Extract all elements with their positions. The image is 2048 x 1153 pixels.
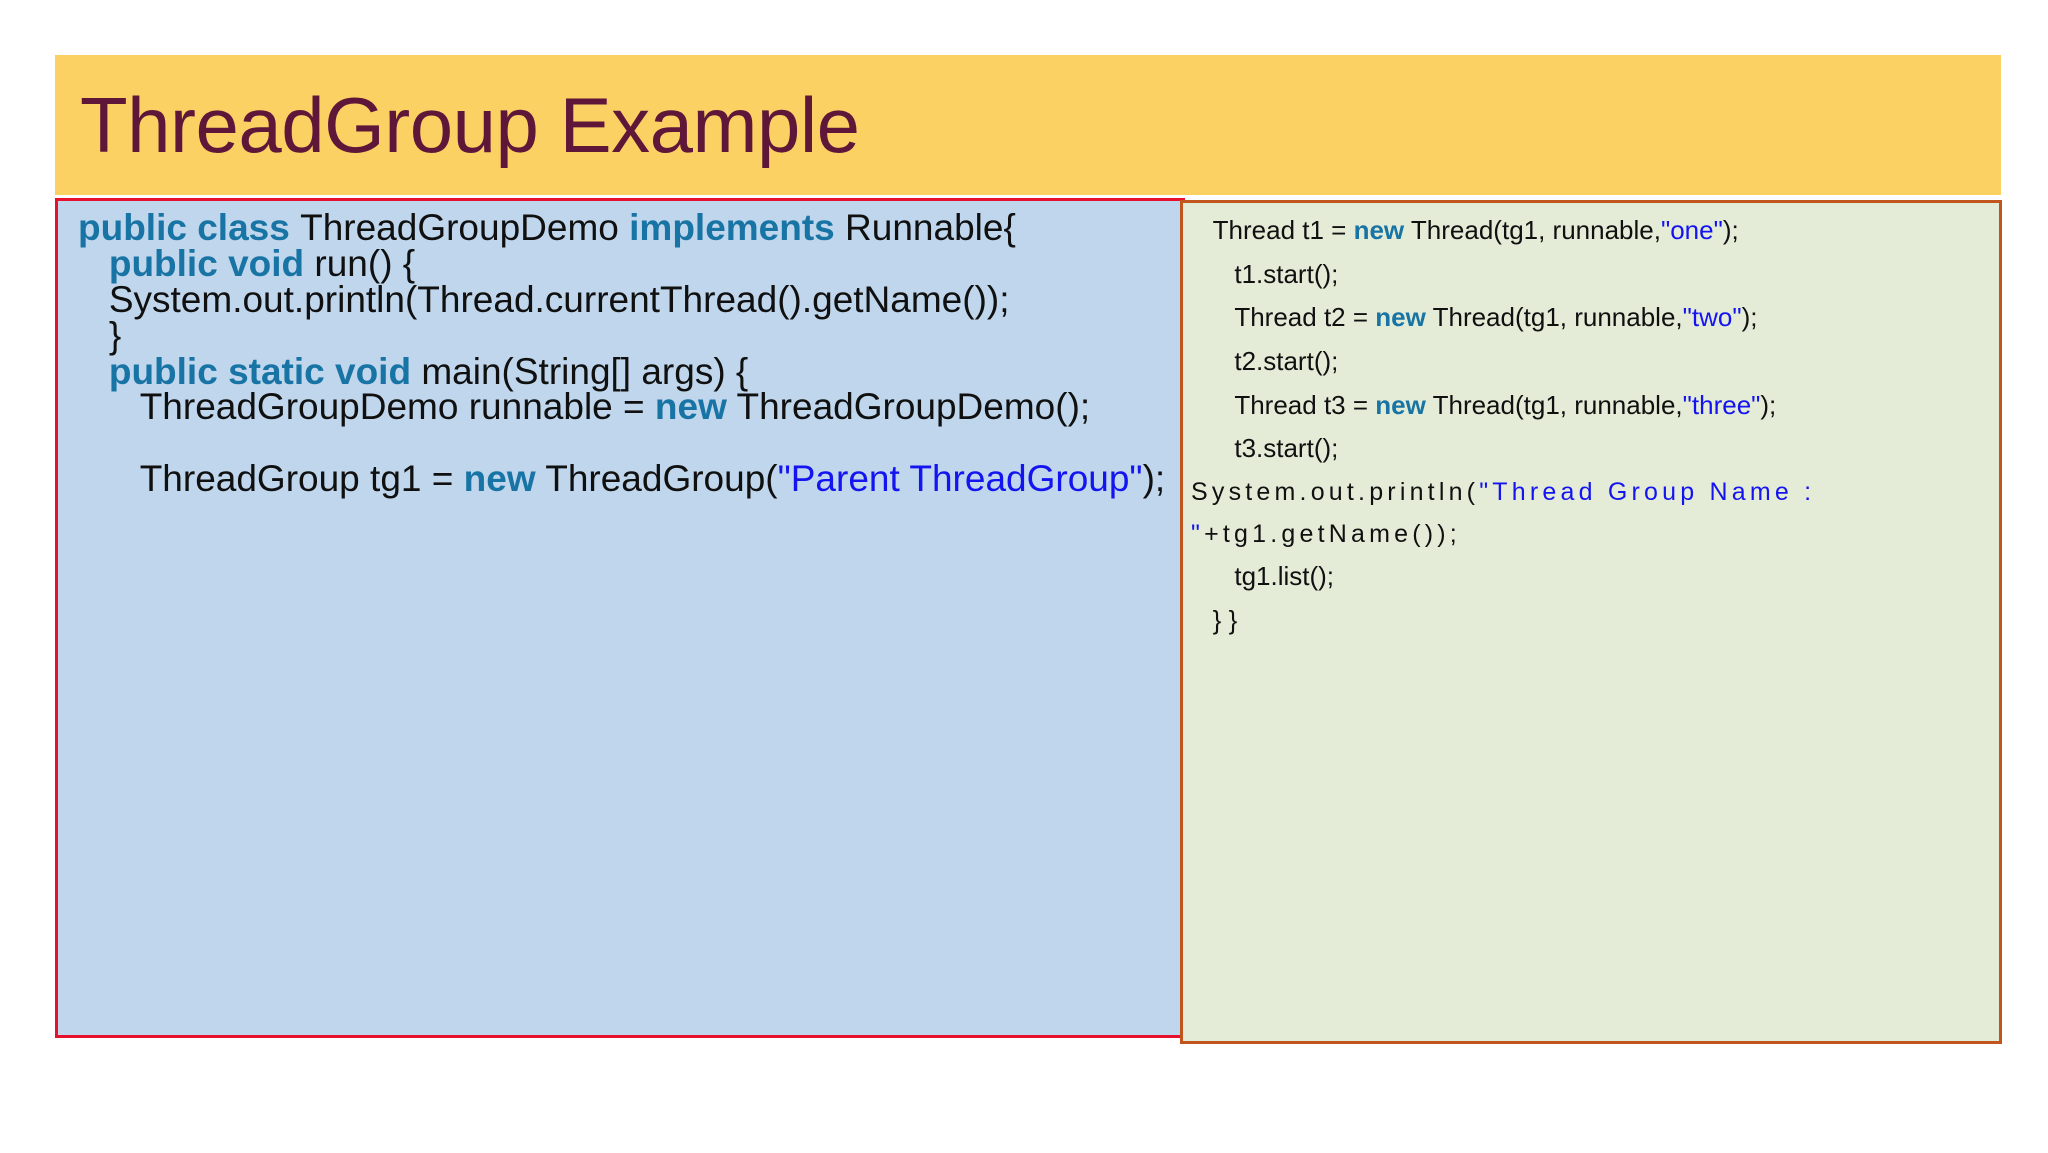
code-keyword: public static void xyxy=(108,350,422,392)
code-line: } xyxy=(78,314,1170,356)
code-indent xyxy=(1191,215,1213,245)
code-keyword: public void xyxy=(108,242,315,284)
code-token: Thread t2 = xyxy=(1234,302,1376,333)
code-token: ); xyxy=(1142,458,1166,500)
code-token: } } xyxy=(1212,604,1238,635)
code-token: ThreadGroupDemo(); xyxy=(726,386,1091,428)
code-keyword: new xyxy=(1353,215,1405,245)
code-token: ThreadGroupDemo xyxy=(300,207,630,248)
code-line: Thread t2 = new Thread(tg1, runnable,"tw… xyxy=(1191,296,1997,340)
code-text-left: public class ThreadGroupDemo implements … xyxy=(78,207,1170,500)
code-token: ThreadGroupDemo runnable = xyxy=(139,386,655,428)
code-indent xyxy=(78,279,109,320)
code-indent xyxy=(1191,561,1234,591)
code-token: run() { xyxy=(314,242,416,284)
code-token: Runnable{ xyxy=(834,207,1016,248)
code-string: "three" xyxy=(1682,389,1761,420)
code-line xyxy=(78,425,1170,461)
code-line: System.out.println("Thread Group Name : … xyxy=(1191,471,1997,555)
code-token: t2.start(); xyxy=(1234,346,1339,377)
code-indent xyxy=(1191,259,1234,289)
code-indent xyxy=(78,315,109,356)
code-line: ThreadGroup tg1 = new ThreadGroup("Paren… xyxy=(78,458,1170,500)
code-token: } xyxy=(108,314,122,356)
code-token: Thread t3 = xyxy=(1234,389,1376,420)
code-token: t1.start(); xyxy=(1234,258,1339,289)
code-line: public class ThreadGroupDemo implements … xyxy=(78,207,1170,248)
code-keyword: implements xyxy=(629,207,835,248)
code-indent xyxy=(1191,390,1234,420)
code-block-left: public class ThreadGroupDemo implements … xyxy=(55,198,1185,1038)
code-line: public static void main(String[] args) { xyxy=(78,350,1170,392)
code-string: "two" xyxy=(1682,302,1742,333)
code-indent xyxy=(78,351,109,392)
code-keyword: new xyxy=(1375,302,1426,333)
code-token: tg1.list(); xyxy=(1234,561,1335,592)
code-token: System.out.println( xyxy=(1191,478,1480,507)
code-token: t3.start(); xyxy=(1234,433,1339,464)
code-indent xyxy=(78,386,140,427)
code-token: Thread(tg1, runnable, xyxy=(1425,389,1683,420)
code-string: "one" xyxy=(1660,215,1723,245)
code-token: Thread(tg1, runnable, xyxy=(1404,215,1661,245)
code-indent xyxy=(1191,605,1213,635)
code-token: Thread t1 = xyxy=(1212,215,1354,245)
code-line: ThreadGroupDemo runnable = new ThreadGro… xyxy=(78,386,1170,428)
code-keyword: new xyxy=(1375,389,1426,420)
code-token: System.out.println(Thread.currentThread(… xyxy=(108,278,1010,320)
code-indent xyxy=(1191,302,1234,332)
code-line: public void run() { xyxy=(78,242,1170,284)
code-line: t2.start(); xyxy=(1191,340,1997,384)
code-line: } } xyxy=(1191,599,1997,643)
code-keyword: new xyxy=(654,386,727,428)
code-indent xyxy=(78,458,140,499)
page-title: ThreadGroup Example xyxy=(80,81,860,169)
code-line: tg1.list(); xyxy=(1191,555,1997,599)
code-line: t1.start(); xyxy=(1191,253,1997,297)
code-block-right: Thread t1 = new Thread(tg1, runnable,"on… xyxy=(1180,200,2002,1044)
code-indent xyxy=(1191,346,1234,376)
code-token: ThreadGroup tg1 = xyxy=(139,458,464,500)
code-token: main(String[] args) { xyxy=(421,350,749,392)
code-token: ); xyxy=(1741,302,1758,333)
code-line: Thread t3 = new Thread(tg1, runnable,"th… xyxy=(1191,384,1997,428)
code-token: ); xyxy=(1760,389,1777,420)
code-string: "Thread Group Name : " xyxy=(1191,478,1816,549)
code-string: "Parent ThreadGroup" xyxy=(777,458,1143,500)
code-indent xyxy=(78,243,109,284)
code-token: +tg1.getName()); xyxy=(1204,520,1461,549)
slide-title-band: ThreadGroup Example xyxy=(55,55,2001,195)
code-token: ThreadGroup( xyxy=(535,458,778,500)
code-line: t3.start(); xyxy=(1191,427,1997,471)
code-line: Thread t1 = new Thread(tg1, runnable,"on… xyxy=(1191,209,1997,253)
code-keyword: public class xyxy=(78,207,301,248)
code-indent xyxy=(1191,433,1234,463)
code-token: Thread(tg1, runnable, xyxy=(1425,302,1683,333)
code-line: System.out.println(Thread.currentThread(… xyxy=(78,278,1170,320)
code-keyword: new xyxy=(463,458,536,500)
code-text-right: Thread t1 = new Thread(tg1, runnable,"on… xyxy=(1191,209,1997,642)
code-token: ); xyxy=(1722,215,1739,245)
